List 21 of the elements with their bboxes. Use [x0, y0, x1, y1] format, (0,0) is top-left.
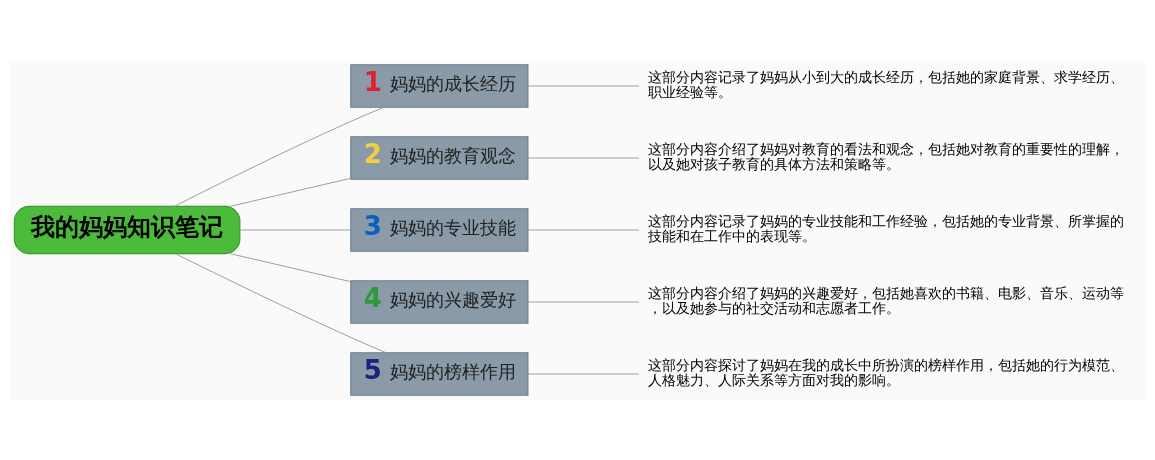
node-text: 这部分内容探讨了妈妈在我的成长中所扮演的榜样作用，包括她的行为模范、人格魅力、人际关系等方面对我的影响。 — [648, 357, 1125, 389]
connector — [527, 157, 640, 159]
node-text: 这部分内容介绍了妈妈的兴趣爱好，包括她喜欢的书籍、电影、音乐、运动等，以及她参与的社交活动和志愿者工作。 — [648, 285, 1125, 317]
connector — [527, 229, 640, 231]
node-text: 这部分内容记录了妈妈的专业技能和工作经验，包括她的专业背景、所掌握的技能和在工作中的表现等。 — [648, 212, 1125, 245]
node-box: 1 妈妈的成长经历 — [350, 64, 529, 108]
connector — [527, 373, 640, 375]
node-text: 这部分内容记录了妈妈从小到大的成长经历，包括她的家庭背景、求学经历、职业经验等。 — [648, 68, 1125, 101]
connector — [527, 301, 640, 303]
node-text: 这部分内容介绍了妈妈对教育的看法和观念，包括她对教育的重要性的理解，以及她对孩子教育的具体方法和策略等。 — [648, 140, 1125, 173]
node-box: 4 妈妈的兴趣爱好 — [350, 280, 529, 324]
node-box: 5 妈妈的榜样作用 — [350, 352, 529, 396]
node-box: 2 妈妈的教育观念 — [350, 136, 529, 180]
connector — [229, 177, 352, 207]
node-box: 3 妈妈的专业技能 — [350, 208, 529, 252]
connector — [239, 229, 352, 231]
node-box: 我的妈妈知识笔记 — [13, 205, 241, 255]
connector — [173, 106, 385, 207]
connector — [229, 253, 352, 283]
connector — [527, 85, 640, 87]
connector — [175, 253, 387, 354]
